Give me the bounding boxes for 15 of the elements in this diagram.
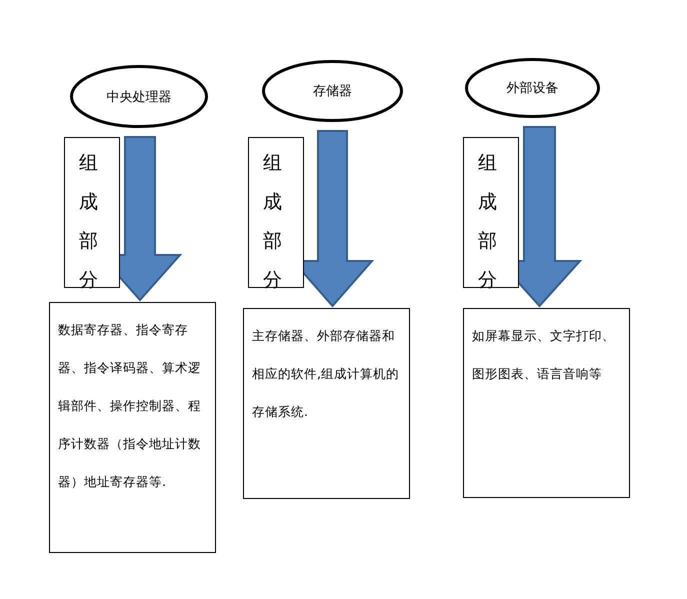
description-text: 数据寄存器、指令寄存器、指令译码器、算术逻辑部件、操作控制器、程序计数器（指令地址计数器）地址寄存器等.	[58, 322, 201, 489]
ellipse-node	[70, 65, 208, 128]
text-box	[49, 302, 216, 553]
text-box	[463, 308, 630, 498]
ellipse-node	[262, 60, 403, 122]
node-label: 外部设备	[506, 80, 558, 97]
label-box	[64, 137, 120, 288]
ellipse-node	[465, 58, 600, 118]
node-label: 存储器	[313, 83, 352, 100]
node-label: 中央处理器	[106, 88, 172, 106]
description-text: 主存储器、外部存储器和相应的软件,组成计算机的存储系统.	[252, 328, 399, 419]
description-text: 如屏幕显示、文字打印、图形图表、语言音响等	[472, 328, 615, 381]
label-box	[463, 137, 519, 288]
label-box	[248, 137, 304, 288]
text-box	[243, 308, 410, 499]
